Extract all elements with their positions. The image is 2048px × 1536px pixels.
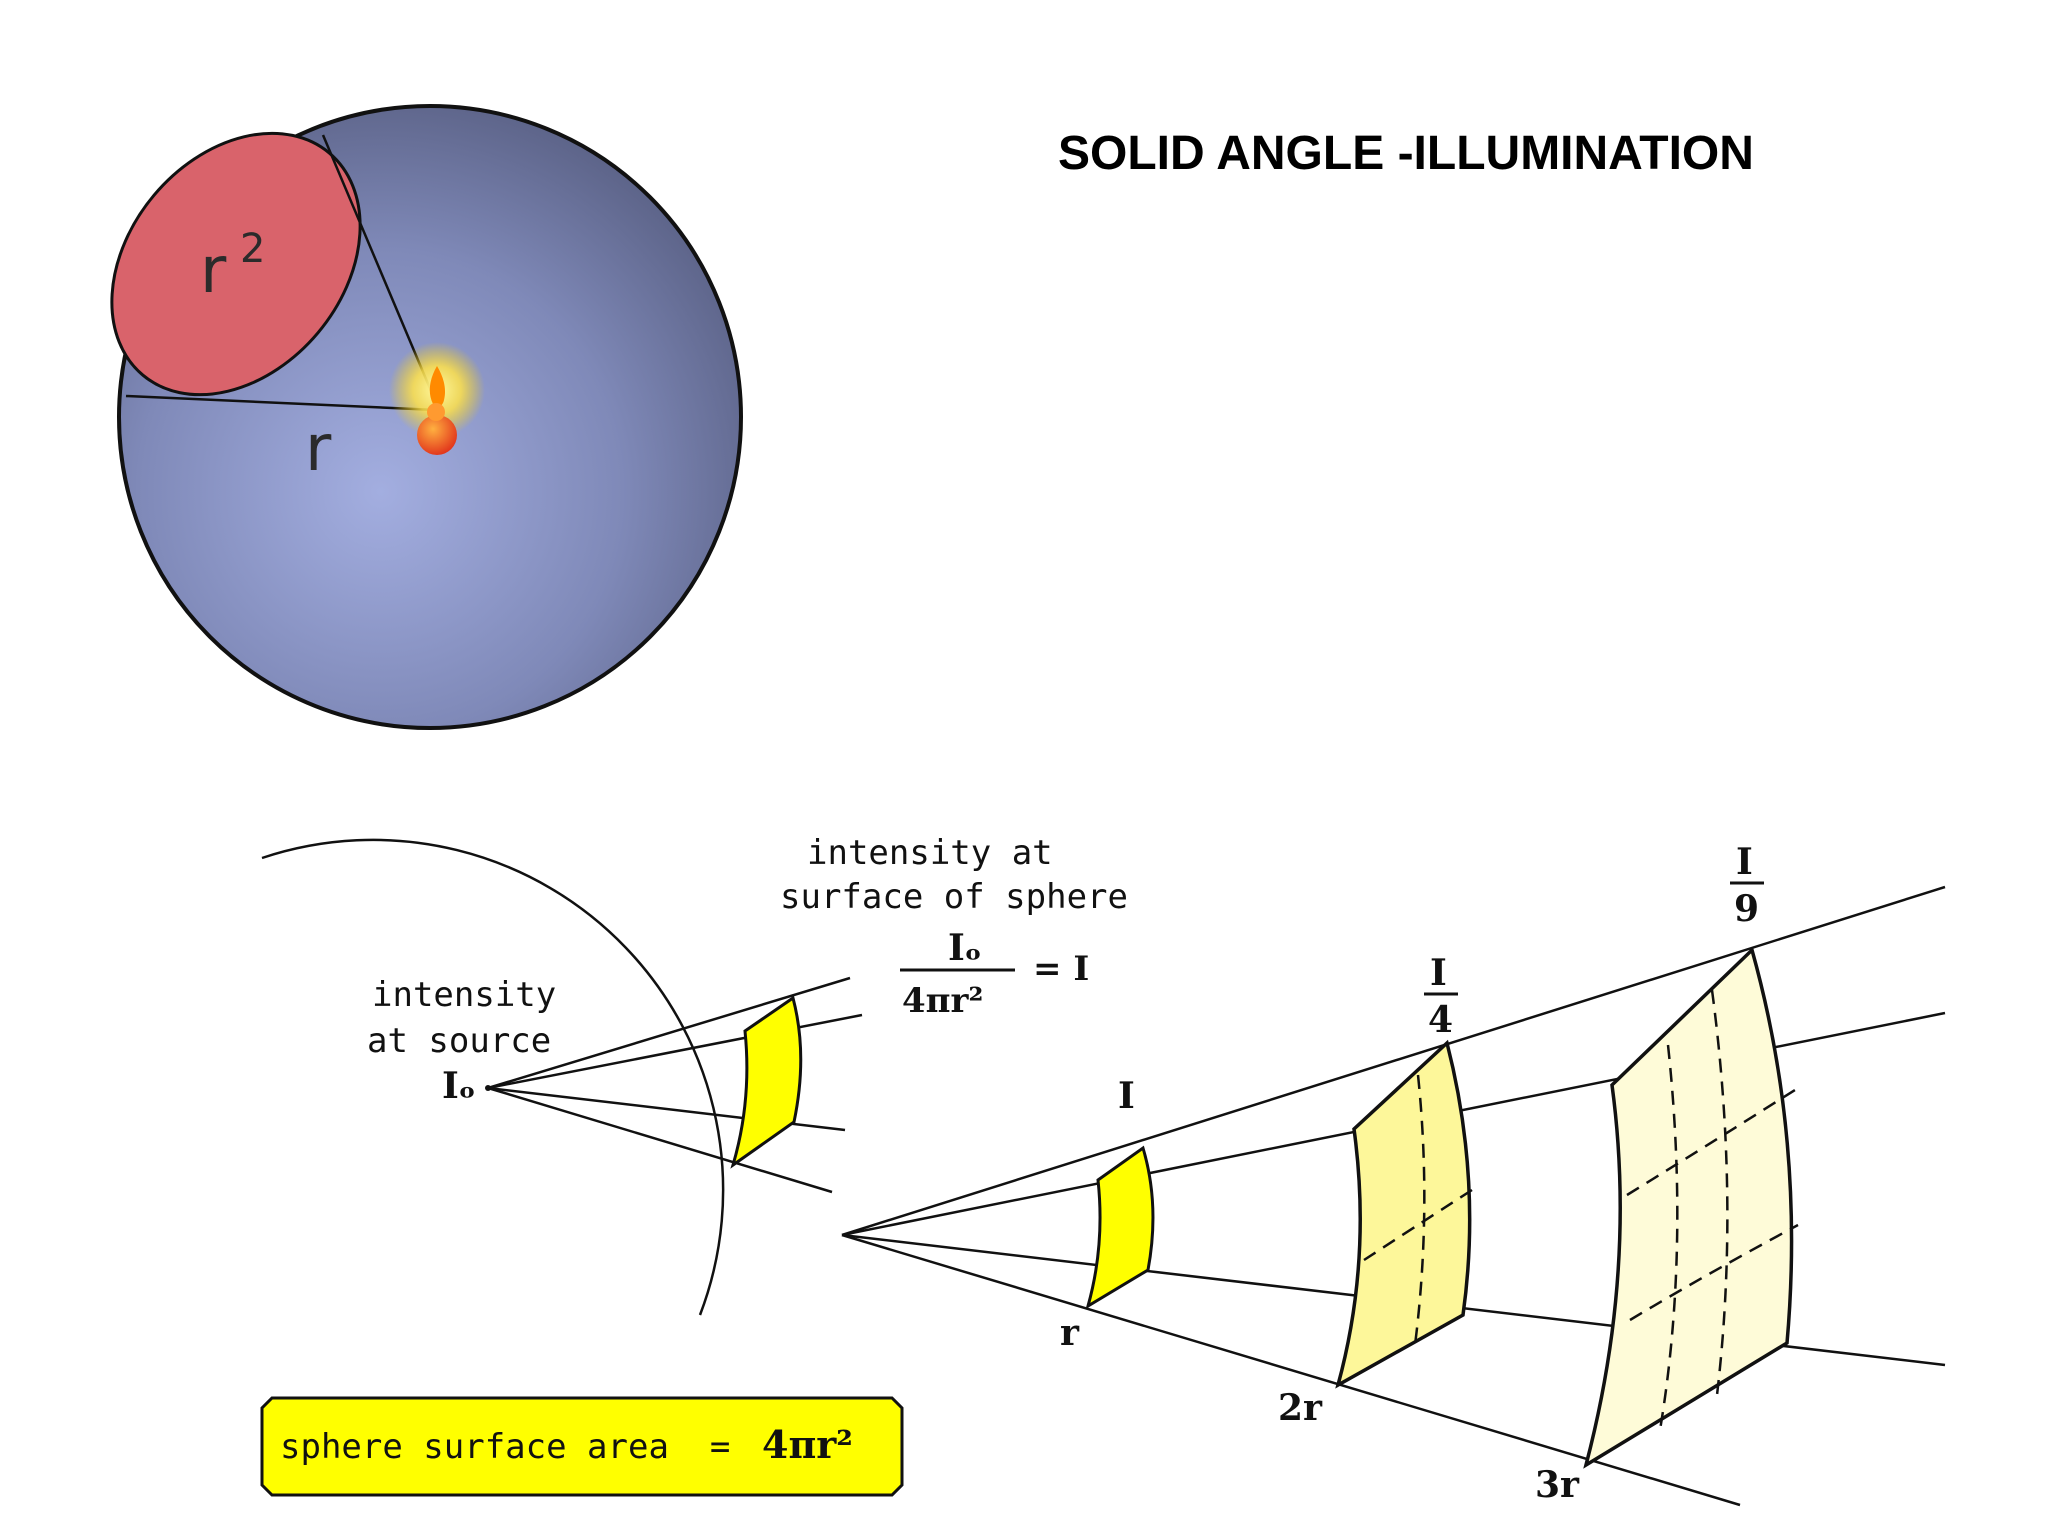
- solid-angle-cap: [110, 131, 362, 397]
- sphere-arc: [261, 838, 725, 1316]
- flame-icon: [429, 366, 446, 407]
- distance-2r-label: 2r: [1278, 1387, 1323, 1429]
- distance-3r-label: 3r: [1535, 1464, 1580, 1506]
- patch-r: [1085, 1145, 1155, 1310]
- slide-title: SOLID ANGLE -ILLUMINATION: [1058, 127, 1754, 180]
- source-symbol: Iₒ: [442, 1065, 476, 1107]
- cap-label: r: [200, 234, 227, 308]
- inverse-square-figure: intensity at source Iₒ intensity at surf…: [261, 833, 1946, 1507]
- patch-2r-intensity-den: 4: [1428, 999, 1453, 1041]
- surface-patch: [730, 995, 803, 1169]
- source-label-line1: intensity: [372, 975, 556, 1015]
- patch-r-intensity: I: [1118, 1075, 1135, 1117]
- distance-r-label: r: [1060, 1312, 1080, 1354]
- cap-label-exponent: 2: [240, 226, 265, 272]
- surface-label-line1: intensity at: [807, 833, 1053, 873]
- area-box-label: sphere surface area =: [280, 1427, 730, 1467]
- radius-line: [125, 394, 438, 412]
- patch-3r-intensity-den: 9: [1734, 888, 1759, 930]
- patch-2r: [1335, 1039, 1472, 1389]
- surface-label-line2: surface of sphere: [780, 877, 1128, 917]
- patch-3r: [1583, 946, 1794, 1469]
- source-label-line2: at source: [367, 1021, 551, 1061]
- sphere-area-box: sphere surface area = 4πr²: [260, 1396, 904, 1497]
- area-box-formula: 4πr²: [762, 1422, 853, 1467]
- formula-numerator: Iₒ: [948, 927, 982, 969]
- patch-2r-intensity-num: I: [1430, 952, 1447, 994]
- source-point: [485, 1085, 491, 1091]
- light-source-icon: [417, 415, 457, 455]
- patch-3r-intensity-num: I: [1736, 841, 1753, 883]
- formula-result: = I: [1033, 949, 1089, 989]
- formula-denominator: 4πr²: [902, 981, 983, 1021]
- radius-label: r: [305, 412, 332, 486]
- sphere-figure: r 2 r: [110, 104, 743, 730]
